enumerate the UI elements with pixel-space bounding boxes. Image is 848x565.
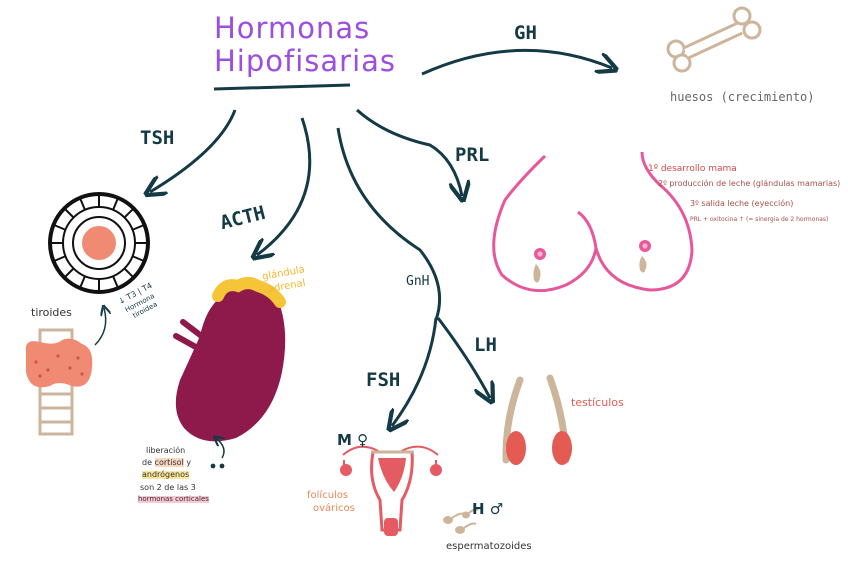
label-espermatozoides: espermatozoides: [446, 541, 532, 552]
arrow-fsh: [392, 317, 438, 426]
arrow-gh: [421, 48, 612, 76]
prl-note-1: 1º desarrollo mama: [648, 164, 737, 174]
kidney-adrenal-icon: [173, 277, 286, 459]
label-liberacion: liberación: [146, 446, 186, 455]
arrow-tsh: [150, 109, 237, 192]
hormone-fsh: FSH: [366, 369, 401, 391]
thyroid-follicle-icon: [48, 192, 150, 294]
prl-note-3: 3º salida leche (eyección): [690, 199, 794, 208]
hormone-lh: LH: [474, 334, 497, 356]
label-sex-mujer: M ♀: [337, 431, 369, 449]
prl-note-4: PRL + oxitocina ↑ (= sinergia de 2 hormo…: [690, 216, 829, 223]
cortisol-dots: [210, 463, 225, 469]
label-ovaricos: ováricos: [313, 503, 355, 514]
label-liberacion-2: de cortisol y: [142, 458, 192, 467]
label-huesos: huesos (crecimiento): [670, 90, 815, 104]
breasts-icon: [492, 151, 694, 293]
thyroid-gland-icon: [25, 328, 93, 436]
label-testiculos: testículos: [571, 396, 624, 409]
bone-icon: [666, 6, 762, 73]
arrow-lh: [436, 317, 490, 398]
hormone-gh: GH: [514, 22, 537, 44]
title-underline: [213, 83, 351, 91]
label-son-2: son 2 de las 3: [140, 483, 196, 492]
title-line-1: Hormonas: [214, 11, 371, 45]
label-tiroides: tiroides: [31, 306, 72, 319]
label-sex-hombre: H ♂: [472, 500, 504, 518]
nipple-icons: [533, 240, 651, 283]
arrow-prl: [356, 108, 462, 196]
thyroid-loop-arrow: [94, 308, 106, 346]
uterus-icon: [340, 445, 442, 536]
hormone-gnh: GnH: [406, 274, 430, 289]
hormone-tsh: TSH: [140, 127, 175, 149]
arrow-acth: [257, 117, 312, 255]
hormone-prl: PRL: [455, 144, 490, 166]
label-androgenos: andrógenos: [142, 470, 190, 479]
label-hormonas-corticales: hormonas corticales: [138, 495, 209, 503]
arrow-gnh: [336, 127, 442, 321]
title-line-2: Hipofisarias: [214, 44, 397, 78]
testes-icon: [502, 374, 572, 465]
sperm-icon: [443, 508, 479, 534]
label-foliculos: folículos: [307, 490, 349, 501]
prl-note-2: 2º producción de leche (glándulas mamari…: [658, 179, 841, 188]
